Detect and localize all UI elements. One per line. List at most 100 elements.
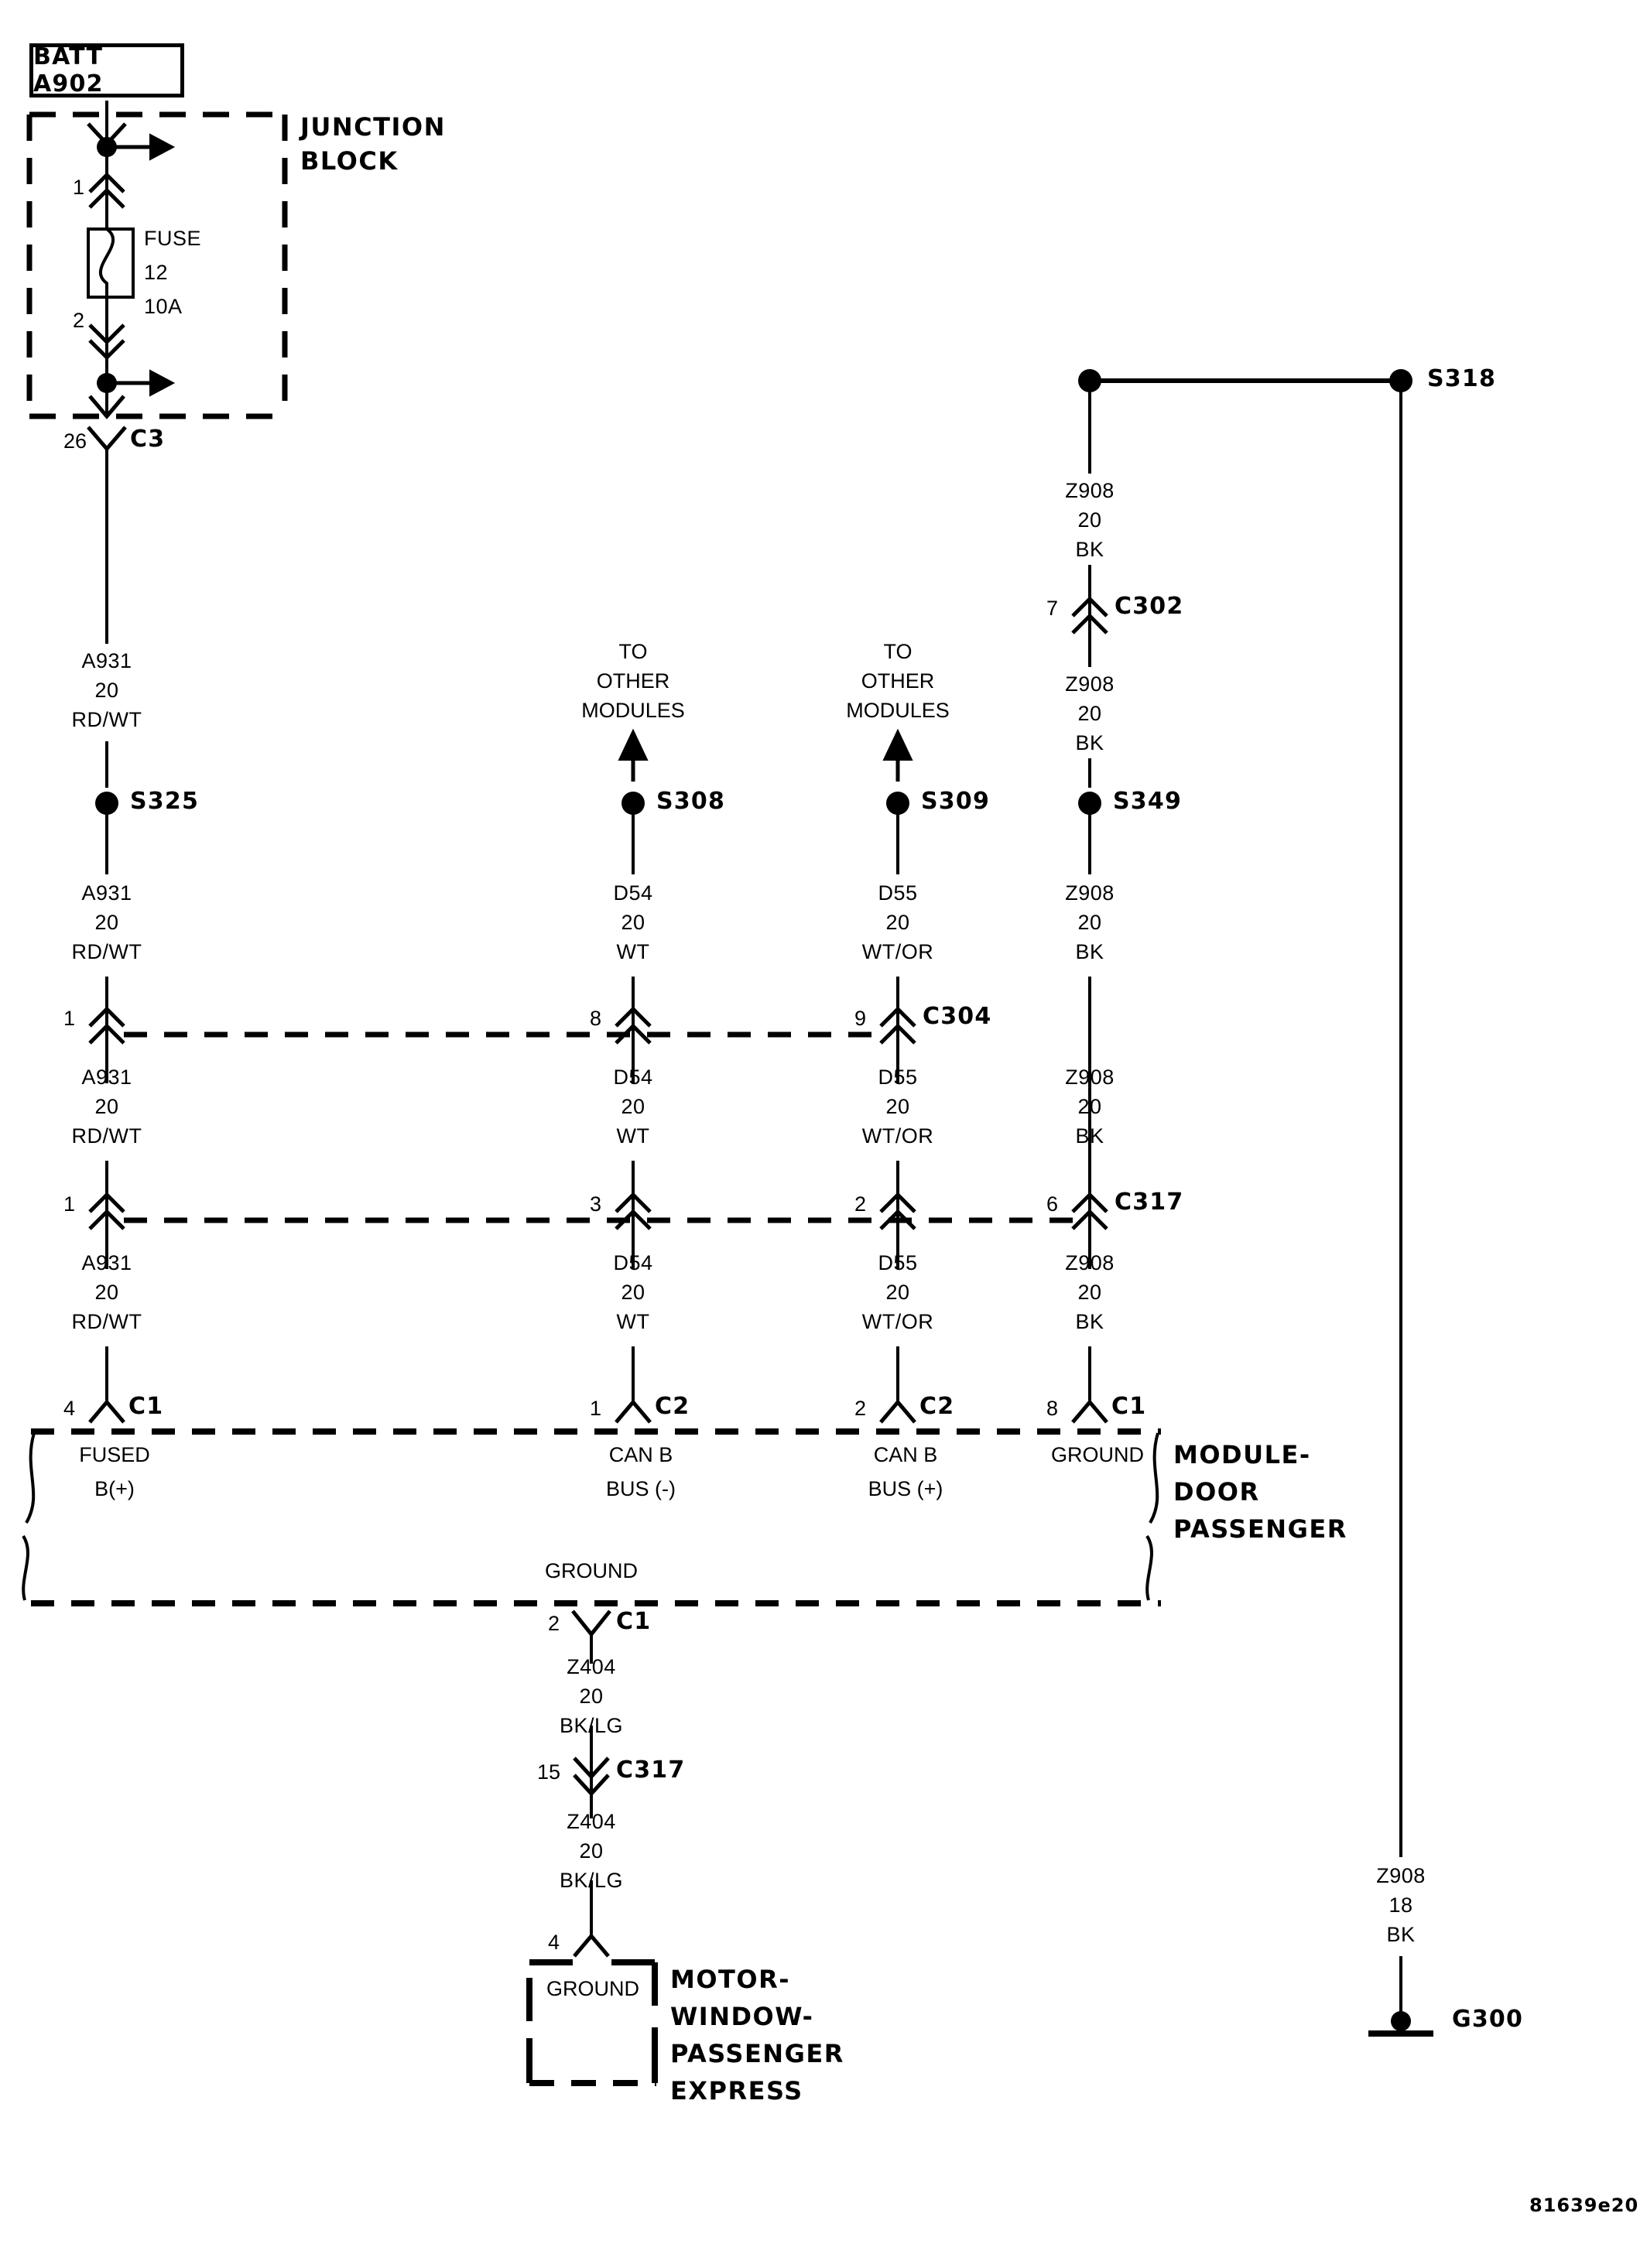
module-can-pos-line2: BUS (+) bbox=[868, 1477, 943, 1500]
c3-connector-label: C3 bbox=[130, 426, 166, 453]
module-fused-b-line2: B(+) bbox=[94, 1477, 135, 1500]
c317-ground-connector: C317 bbox=[616, 1757, 686, 1784]
wire-d55-low-id: D55 bbox=[878, 1066, 918, 1089]
wire-a931-bot-id: A931 bbox=[81, 1251, 132, 1274]
splice-dot-s325 bbox=[95, 792, 118, 815]
module-c1-ground-out-pin: 2 bbox=[548, 1612, 560, 1635]
ground-label-g300: G300 bbox=[1452, 2006, 1524, 2033]
c317-pin-d54: 3 bbox=[590, 1192, 602, 1216]
module-ground-label: GROUND bbox=[1051, 1443, 1144, 1466]
wire-a931-mid-color: RD/WT bbox=[71, 940, 142, 963]
wire-d54-bot-gauge: 20 bbox=[621, 1281, 645, 1304]
wire-z908-ground-id: Z908 bbox=[1376, 1864, 1426, 1887]
wire-a931-bot-gauge: 20 bbox=[94, 1281, 119, 1304]
c3-pin-number: 26 bbox=[63, 429, 87, 453]
module-c1-ground-pin: 8 bbox=[1046, 1397, 1059, 1420]
to-other-modules-d55-line3: MODULES bbox=[846, 699, 950, 722]
junction-block-pin-in: 1 bbox=[73, 176, 85, 199]
c317-connector-label: C317 bbox=[1115, 1189, 1184, 1216]
splice-label-s318: S318 bbox=[1427, 365, 1497, 392]
c302-pin-number: 7 bbox=[1046, 597, 1059, 620]
module-can-pos-line1: CAN B bbox=[873, 1443, 938, 1466]
to-other-modules-d54-line2: OTHER bbox=[596, 669, 670, 693]
wire-z908-mid-color: BK bbox=[1075, 940, 1104, 963]
c317-pin-a931: 1 bbox=[63, 1192, 76, 1216]
module-c1-ground-connector: C1 bbox=[1111, 1393, 1147, 1420]
wire-a931-mid-id: A931 bbox=[81, 881, 132, 905]
c302-connector-label: C302 bbox=[1115, 593, 1184, 620]
module-c1-power-connector: C1 bbox=[128, 1393, 164, 1420]
wire-a931-low-gauge: 20 bbox=[94, 1095, 119, 1118]
wire-d55-low-gauge: 20 bbox=[885, 1095, 910, 1118]
wire-a931-bot-color: RD/WT bbox=[71, 1310, 142, 1333]
battery-source-label: BATT A902 bbox=[33, 43, 104, 97]
c317-pin-z908: 6 bbox=[1046, 1192, 1059, 1216]
wire-z908-low-gauge: 20 bbox=[1077, 1095, 1102, 1118]
wire-d54-low-color: WT bbox=[616, 1124, 650, 1148]
wire-d54-mid-gauge: 20 bbox=[621, 911, 645, 934]
module-c2-neg-pin: 1 bbox=[590, 1397, 602, 1420]
wire-d55-mid-color: WT/OR bbox=[861, 940, 934, 963]
wire-d54-low-gauge: 20 bbox=[621, 1095, 645, 1118]
splice-label-s308: S308 bbox=[656, 788, 726, 815]
splice-dot-s309 bbox=[886, 792, 909, 815]
splice-dot-z908-top bbox=[1078, 369, 1101, 392]
module-can-neg-line2: BUS (-) bbox=[606, 1477, 676, 1500]
wire-z908-ground-gauge: 18 bbox=[1388, 1893, 1413, 1917]
module-door-passenger-title-line3: PASSENGER bbox=[1173, 1514, 1347, 1544]
wire-z908-low-color: BK bbox=[1075, 1124, 1104, 1148]
motor-ground-pin: 4 bbox=[548, 1931, 560, 1954]
wire-d55-mid-gauge: 20 bbox=[885, 911, 910, 934]
battery-source-box: BATT A902 bbox=[29, 43, 184, 97]
splice-label-s349: S349 bbox=[1113, 788, 1183, 815]
fuse-number: 12 bbox=[144, 261, 169, 284]
wire-d55-bot-gauge: 20 bbox=[885, 1281, 910, 1304]
wire-z404-bot-id: Z404 bbox=[567, 1810, 616, 1833]
module-fused-b-line1: FUSED bbox=[79, 1443, 150, 1466]
wire-a931-mid-gauge: 20 bbox=[94, 911, 119, 934]
wire-d55-bot-color: WT/OR bbox=[861, 1310, 934, 1333]
wire-z908-upper-gauge: 20 bbox=[1077, 702, 1102, 725]
wire-z908-top-gauge: 20 bbox=[1077, 508, 1102, 532]
wire-z908-ground-color: BK bbox=[1386, 1923, 1416, 1946]
wire-d54-mid-id: D54 bbox=[613, 881, 653, 905]
to-other-modules-d54-line3: MODULES bbox=[581, 699, 685, 722]
wire-d55-bot-id: D55 bbox=[878, 1251, 918, 1274]
motor-window-passenger-title-line1: MOTOR- bbox=[670, 1965, 790, 1994]
wire-z908-low-id: Z908 bbox=[1065, 1066, 1115, 1089]
c304-pin-d54: 8 bbox=[590, 1007, 602, 1030]
wire-a931-top-gauge: 20 bbox=[94, 679, 119, 702]
splice-dot-s318 bbox=[1389, 369, 1412, 392]
c304-pin-d55: 9 bbox=[854, 1007, 867, 1030]
module-door-passenger-title-line2: DOOR bbox=[1173, 1477, 1260, 1507]
module-can-neg-line1: CAN B bbox=[608, 1443, 673, 1466]
junction-block-title-line1: JUNCTION bbox=[300, 112, 446, 142]
splice-dot-s308 bbox=[621, 792, 645, 815]
module-c1-power-pin: 4 bbox=[63, 1397, 76, 1420]
motor-window-passenger-title-line4: EXPRESS bbox=[670, 2076, 803, 2106]
to-other-modules-d54-line1: TO bbox=[618, 640, 648, 663]
wire-a931-low-id: A931 bbox=[81, 1066, 132, 1089]
ground-dot-g300 bbox=[1391, 2011, 1411, 2031]
wire-z908-bot-id: Z908 bbox=[1065, 1251, 1115, 1274]
module-c2-neg-connector: C2 bbox=[655, 1393, 690, 1420]
wire-z404-bot-gauge: 20 bbox=[579, 1839, 604, 1863]
wire-z404-top-id: Z404 bbox=[567, 1655, 616, 1678]
splice-label-s309: S309 bbox=[921, 788, 991, 815]
c304-pin-a931: 1 bbox=[63, 1007, 76, 1030]
wire-d54-low-id: D54 bbox=[613, 1066, 653, 1089]
splice-label-s325: S325 bbox=[130, 788, 200, 815]
wire-z908-top-id: Z908 bbox=[1065, 479, 1115, 502]
junction-block-pin-out: 2 bbox=[73, 309, 85, 332]
wire-d54-bot-id: D54 bbox=[613, 1251, 653, 1274]
wire-z908-mid-id: Z908 bbox=[1065, 881, 1115, 905]
wire-a931-top-color: RD/WT bbox=[71, 708, 142, 731]
module-ground-out-label: GROUND bbox=[545, 1559, 638, 1582]
motor-window-passenger-title-line2: WINDOW- bbox=[670, 2002, 814, 2031]
module-c2-pos-pin: 2 bbox=[854, 1397, 867, 1420]
wire-d54-mid-color: WT bbox=[616, 940, 650, 963]
wire-z908-mid-gauge: 20 bbox=[1077, 911, 1102, 934]
module-door-passenger-title-line1: MODULE- bbox=[1173, 1440, 1311, 1469]
c304-connector-label: C304 bbox=[923, 1003, 992, 1030]
